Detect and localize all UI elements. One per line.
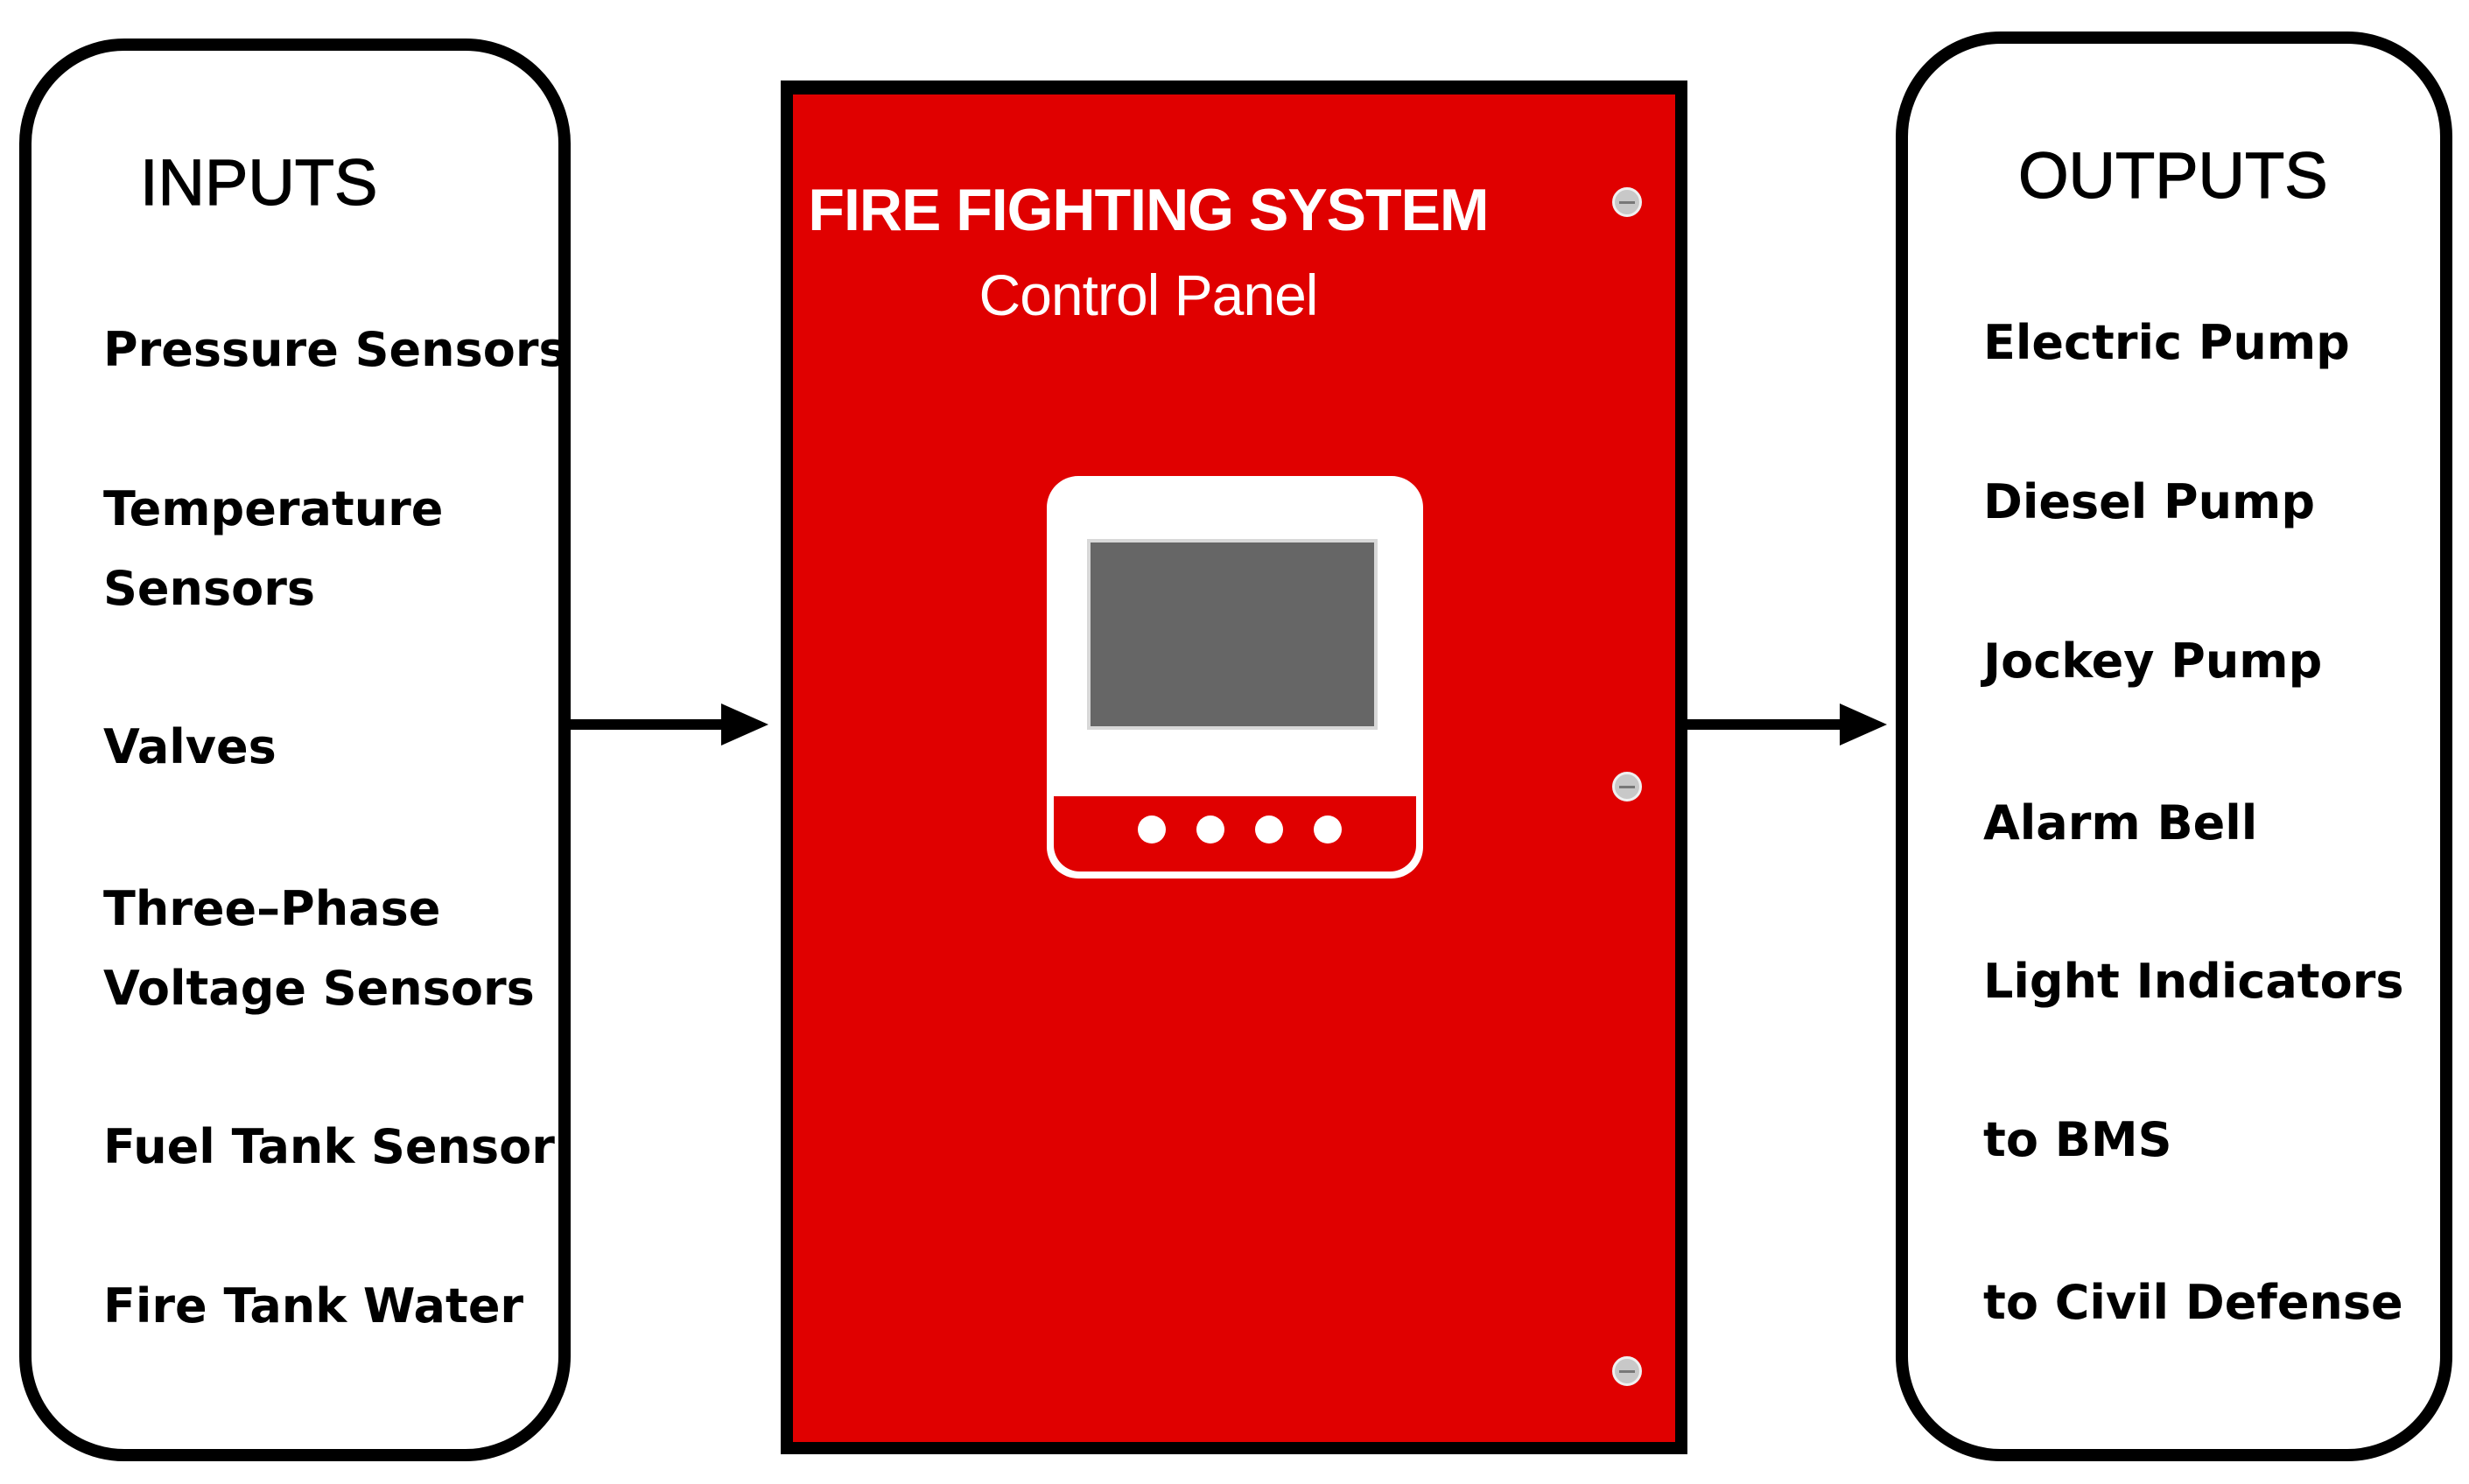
- control-panel: FIRE FIGHTING SYSTEM Control Panel: [781, 80, 1687, 1454]
- input-item-three-phase-line1: Three–Phase: [103, 881, 441, 936]
- input-item-temperature-line1: Temperature: [103, 481, 444, 536]
- screw-icon: [1612, 1356, 1642, 1386]
- panel-subtitle: Control Panel: [978, 262, 1319, 327]
- outputs-box: OUTPUTS Electric Pump Diesel Pump Jockey…: [1896, 32, 2452, 1461]
- output-item-to-civil-defense: to Civil Defense: [1983, 1275, 2403, 1330]
- output-item-light-indicators: Light Indicators: [1983, 954, 2404, 1009]
- input-item-fuel-tank-sensor: Fuel Tank Sensor: [103, 1119, 555, 1174]
- input-item-valves: Valves: [103, 719, 277, 774]
- inputs-title: INPUTS: [139, 146, 378, 219]
- output-item-electric-pump: Electric Pump: [1983, 315, 2350, 370]
- arrow-right-icon: [571, 704, 768, 746]
- output-item-to-bms: to BMS: [1983, 1112, 2172, 1167]
- arrow-right-icon: [1687, 704, 1887, 746]
- indicator-dot-icon: [1138, 816, 1166, 844]
- outputs-title: OUTPUTS: [2017, 139, 2328, 212]
- input-item-pressure-sensors: Pressure Sensors: [103, 322, 567, 377]
- input-item-temperature-line2: Sensors: [103, 561, 315, 616]
- input-item-fire-tank-water: Fire Tank Water: [103, 1278, 524, 1334]
- control-panel-face: FIRE FIGHTING SYSTEM Control Panel: [793, 94, 1675, 1442]
- indicator-dot-icon: [1196, 816, 1224, 844]
- controller-screen: [1087, 539, 1378, 730]
- indicator-dot-icon: [1314, 816, 1342, 844]
- indicator-dot-icon: [1255, 816, 1283, 844]
- inputs-box: INPUTS Pressure Sensors Temperature Sens…: [19, 38, 571, 1461]
- output-item-jockey-pump: Jockey Pump: [1983, 634, 2323, 689]
- controller-button-strip: [1054, 796, 1416, 872]
- panel-title: FIRE FIGHTING SYSTEM: [808, 177, 1489, 243]
- screw-icon: [1612, 187, 1642, 217]
- output-item-diesel-pump: Diesel Pump: [1983, 474, 2315, 529]
- input-item-three-phase-line2: Voltage Sensors: [103, 961, 535, 1016]
- screw-icon: [1612, 772, 1642, 802]
- controller-device-icon: [1047, 476, 1423, 878]
- output-item-alarm-bell: Alarm Bell: [1983, 795, 2258, 850]
